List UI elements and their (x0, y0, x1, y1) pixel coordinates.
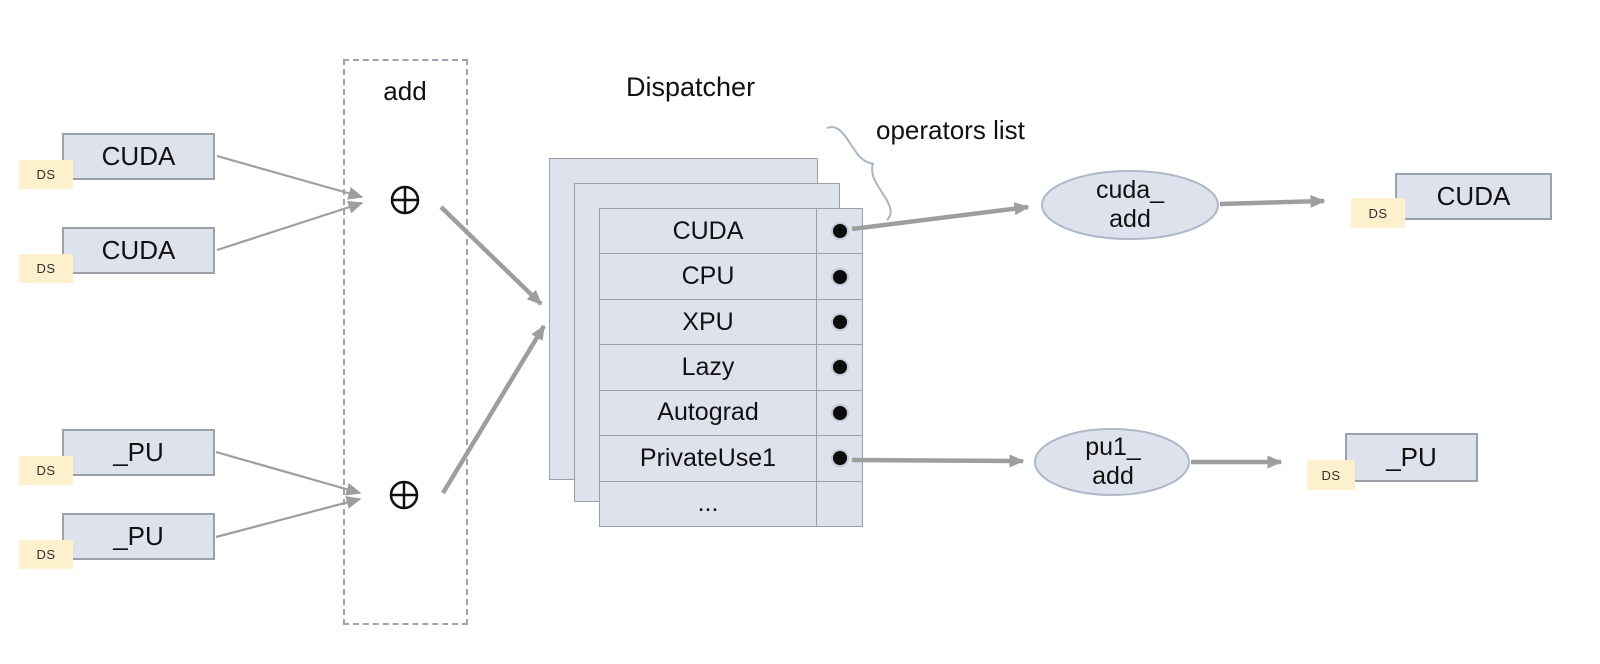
output-tensor-cuda: CUDA (1395, 173, 1552, 220)
ds-tag-label: DS (1368, 205, 1388, 221)
kernel-pointer-cell (816, 390, 862, 436)
dispatch-row-cpu: CPU (600, 253, 862, 299)
ds-tag-label: DS (1321, 467, 1341, 483)
input-tensor-label: _PU (113, 521, 164, 551)
dispatch-row-cuda: CUDA (600, 209, 862, 254)
dispatch-row-privateuse1: PrivateUse1 (600, 435, 862, 481)
dispatch-key-label: CPU (681, 262, 735, 291)
arrow-privateuse1-entry-to-kernel (851, 454, 1025, 468)
ds-tag: DS (1307, 460, 1355, 490)
operators-list-label: operators list (876, 115, 1025, 145)
kernel-pointer-bullet-icon (830, 403, 849, 422)
kernel-cuda-add-label: cuda_ add (1095, 176, 1165, 233)
input-tensor-cuda-2: CUDA (62, 227, 215, 274)
dispatch-key-label: ... (697, 489, 719, 518)
kernel-pointer-cell (816, 299, 862, 345)
ds-tag-label: DS (36, 463, 56, 478)
input-tensor-pu-2: _PU (62, 513, 215, 560)
arrow-cuda2-to-add (216, 200, 364, 252)
output-tensor-label: _PU (1386, 442, 1437, 472)
kernel-pointer-bullet-icon (830, 358, 849, 377)
kernel-pointer-cell (816, 254, 862, 299)
dispatch-key-label: Autograd (657, 398, 759, 427)
arrow-cuda-entry-to-kernel (851, 202, 1030, 232)
input-tensor-label: CUDA (101, 141, 176, 171)
ds-tag-label: DS (36, 167, 56, 182)
kernel-pointer-bullet-icon (830, 267, 849, 286)
dispatch-key-label: XPU (682, 307, 734, 336)
dispatch-row-ellipsis: ... (600, 480, 862, 526)
arrow-pu1-to-add (215, 450, 362, 496)
ds-tag: DS (19, 456, 73, 485)
add-op-group-box (343, 59, 468, 625)
kernel-pu1-add-label: pu1_ add (1085, 433, 1141, 490)
dispatch-row-lazy: Lazy (600, 344, 862, 390)
ds-tag: DS (19, 160, 73, 189)
dispatch-key-label: PrivateUse1 (639, 443, 777, 472)
ds-tag-label: DS (36, 261, 56, 276)
input-tensor-label: _PU (113, 437, 164, 467)
input-tensor-label: CUDA (101, 235, 176, 265)
kernel-pointer-cell (816, 209, 862, 254)
arrow-cuda-kernel-to-output (1219, 194, 1326, 208)
dispatch-row-autograd: Autograd (600, 389, 862, 436)
kernel-pointer-bullet-icon (830, 313, 849, 332)
ds-tag: DS (19, 540, 73, 569)
dispatch-key-label: Lazy (681, 352, 735, 381)
ds-tag-label: DS (36, 547, 56, 562)
kernel-pointer-cell (816, 345, 862, 390)
kernel-pointer-bullet-icon (830, 449, 849, 468)
arrow-pu2-to-add (215, 496, 362, 539)
add-op-group-label: add (383, 76, 427, 106)
input-tensor-cuda-1: CUDA (62, 133, 215, 180)
dispatch-key-label: CUDA (672, 216, 744, 245)
ds-tag: DS (19, 254, 73, 283)
kernel-pointer-bullet-icon (830, 222, 849, 241)
kernel-pointer-cell (816, 481, 862, 526)
output-tensor-label: CUDA (1436, 181, 1511, 211)
dispatch-row-xpu: XPU (600, 298, 862, 345)
output-tensor-pu: _PU (1345, 433, 1478, 482)
dispatch-key-table: CUDA CPU XPU Lazy Autograd (599, 208, 863, 527)
ds-tag: DS (1351, 198, 1405, 228)
input-tensor-pu-1: _PU (62, 429, 215, 476)
kernel-pointer-cell (816, 436, 862, 481)
arrow-cuda1-to-add (216, 154, 364, 200)
dispatcher-title: Dispatcher (626, 72, 756, 102)
